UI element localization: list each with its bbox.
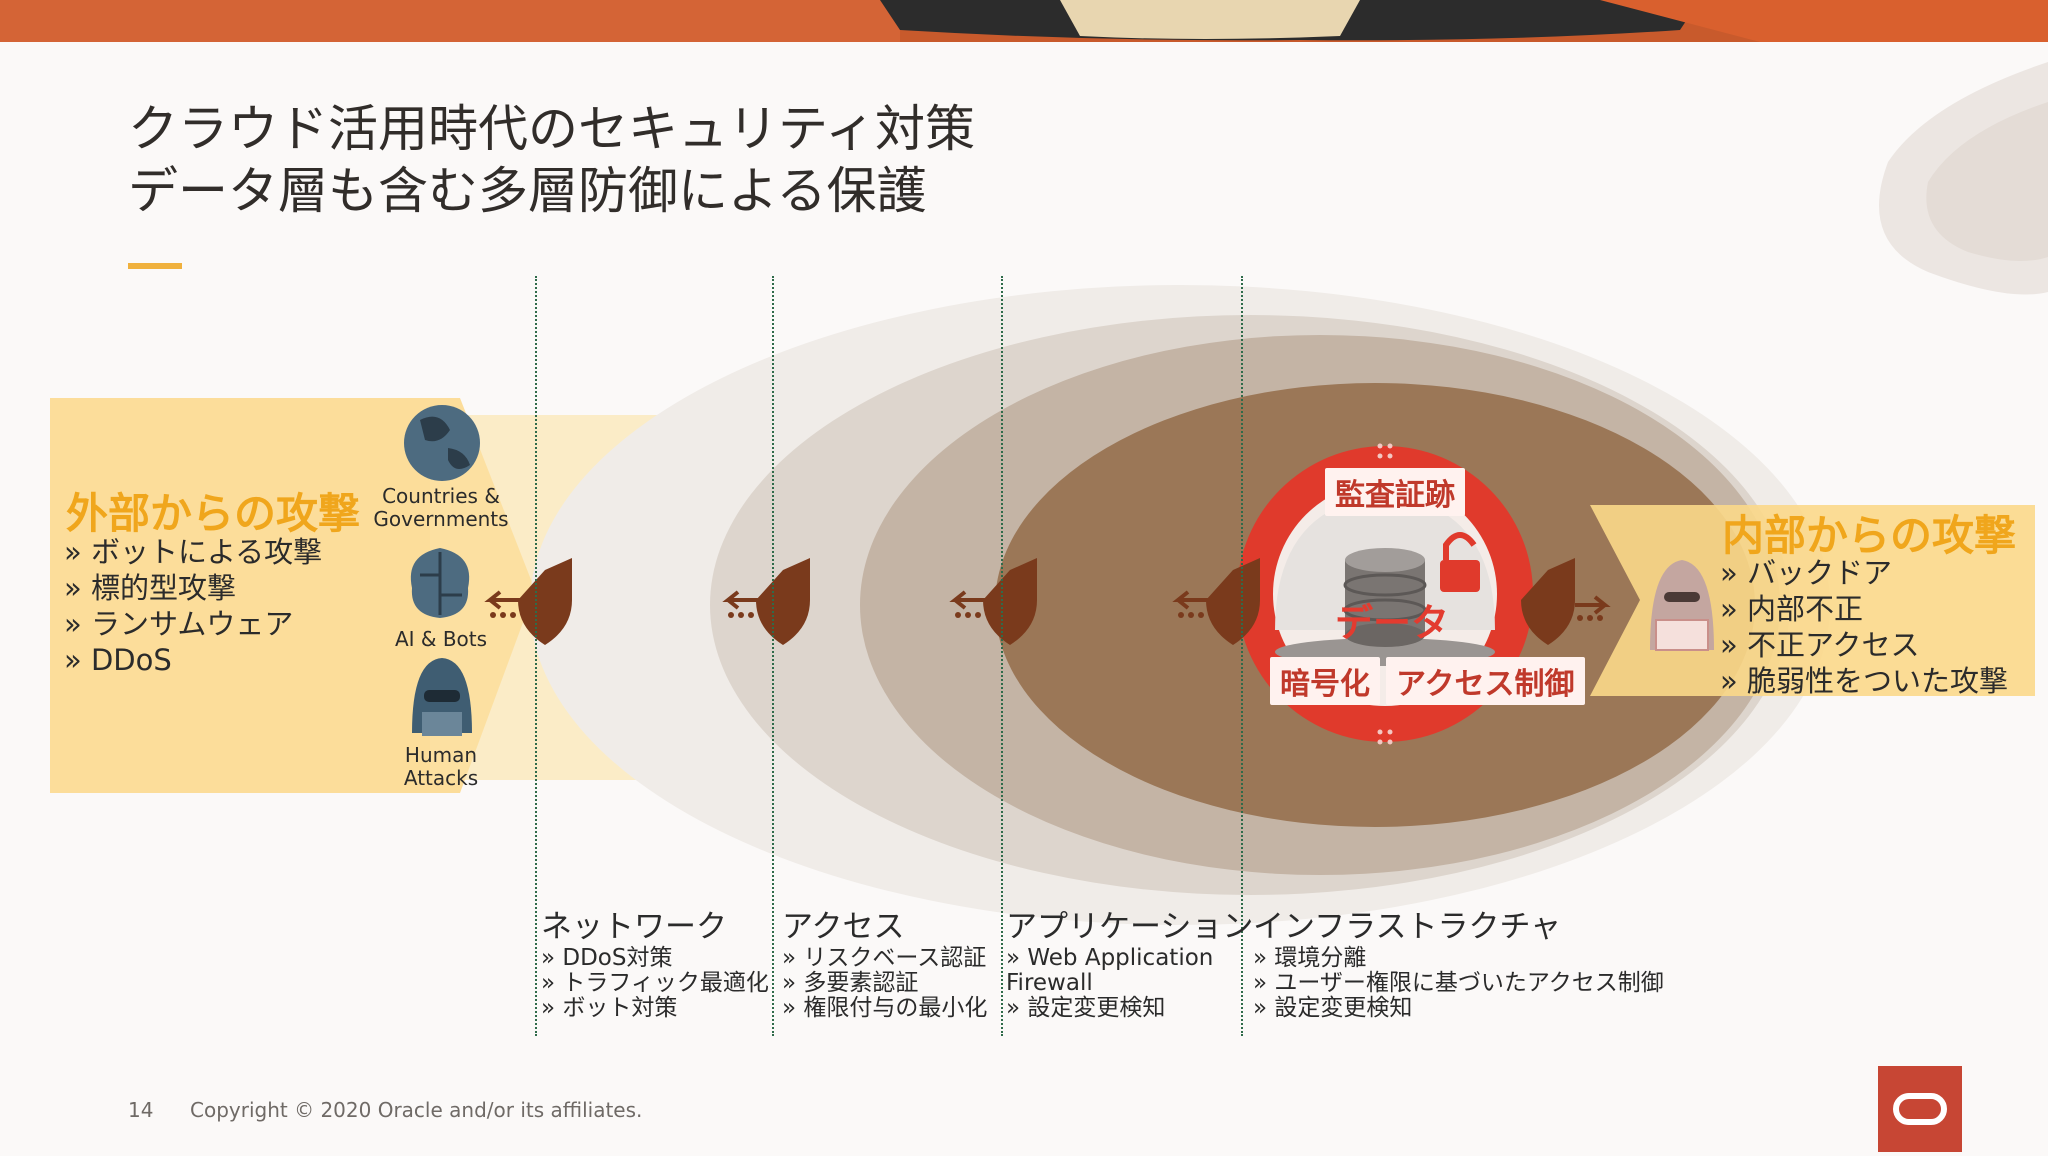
list-item: ランサムウェア [64,606,322,642]
list-item: トラフィック最適化 [541,971,791,996]
page-number: 14 [128,1098,154,1122]
list-item: ボット対策 [541,996,791,1021]
layer-network: ネットワーク DDoS対策 トラフィック最適化 ボット対策 [541,908,791,1021]
list-item: 内部不正 [1720,591,2008,627]
internal-attack-list: バックドア 内部不正 不正アクセス 脆弱性をついた攻撃 [1720,555,2008,699]
divider-network [535,276,537,1036]
layer-title: アプリケーション [1006,909,1254,945]
hacker-icon [412,658,472,736]
title-line-1: クラウド活用時代のセキュリティ対策 [128,100,975,158]
list-item: 設定変更検知 [1253,996,1503,1021]
page-title: クラウド活用時代のセキュリティ対策 データ層も含む多層防御による保護 [128,98,975,222]
title-accent-bar [128,263,182,269]
list-item: 多要素認証 [782,971,1032,996]
internal-attacker-icon [1650,560,1714,651]
layer-access: アクセス リスクベース認証 多要素認証 権限付与の最小化 [782,908,1032,1021]
divider-infrastructure [1241,276,1243,1036]
shield-icons [518,558,1575,645]
list-item: 不正アクセス [1720,627,2008,663]
internal-attack-title: 内部からの攻撃 [1722,511,2017,560]
oracle-logo [1878,1066,1962,1152]
layer-title: ネットワーク [541,909,727,945]
database-icon [1343,548,1427,647]
human-attacks-label: Human Attacks [403,743,479,790]
divider-access [772,276,774,1036]
tag-audit: 監査証跡 [1325,468,1465,516]
title-line-2: データ層も含む多層防御による保護 [128,162,927,220]
external-attack-list: ボットによる攻撃 標的型攻撃 ランサムウェア DDoS [64,534,322,678]
divider-application [1001,276,1003,1036]
layer-title: アクセス [782,909,905,945]
padlock-icon [1440,532,1480,592]
tag-access-control: アクセス制御 [1386,657,1585,705]
tag-encrypt: 暗号化 [1270,657,1380,705]
list-item: ボットによる攻撃 [64,534,322,570]
list-item: DDoS [64,642,322,678]
oracle-logo-icon [1893,1093,1947,1125]
globe-icon [404,405,480,481]
ai-bots-label: AI & Bots [394,627,488,651]
list-item: ユーザー権限に基づいたアクセス制御 [1253,971,1663,996]
data-label: データ [1335,601,1450,645]
list-item: バックドア [1720,555,2008,591]
list-item: 権限付与の最小化 [782,996,1032,1021]
list-item: 環境分離 [1253,946,1503,971]
layer-application: アプリケーション Web Application Firewall 設定変更検知 [1006,908,1256,1021]
list-item: DDoS対策 [541,946,791,971]
list-item: 設定変更検知 [1006,996,1256,1021]
top-banner [0,0,2048,42]
external-attack-title: 外部からの攻撃 [66,489,361,538]
layer-infrastructure: インフラストラクチャ 環境分離 ユーザー権限に基づいたアクセス制御 設定変更検知 [1253,908,1664,1021]
countries-label: Countries & Governments [373,484,509,531]
list-item: 脆弱性をついた攻撃 [1720,663,2008,699]
list-item: リスクベース認証 [782,946,1032,971]
brain-circuit-icon [410,548,470,618]
copyright-text: Copyright © 2020 Oracle and/or its affil… [190,1098,643,1122]
decorative-pattern [1879,62,2048,295]
list-item: Web Application Firewall [1006,946,1256,996]
list-item: 標的型攻撃 [64,570,322,606]
layer-title: インフラストラクチャ [1253,909,1562,945]
